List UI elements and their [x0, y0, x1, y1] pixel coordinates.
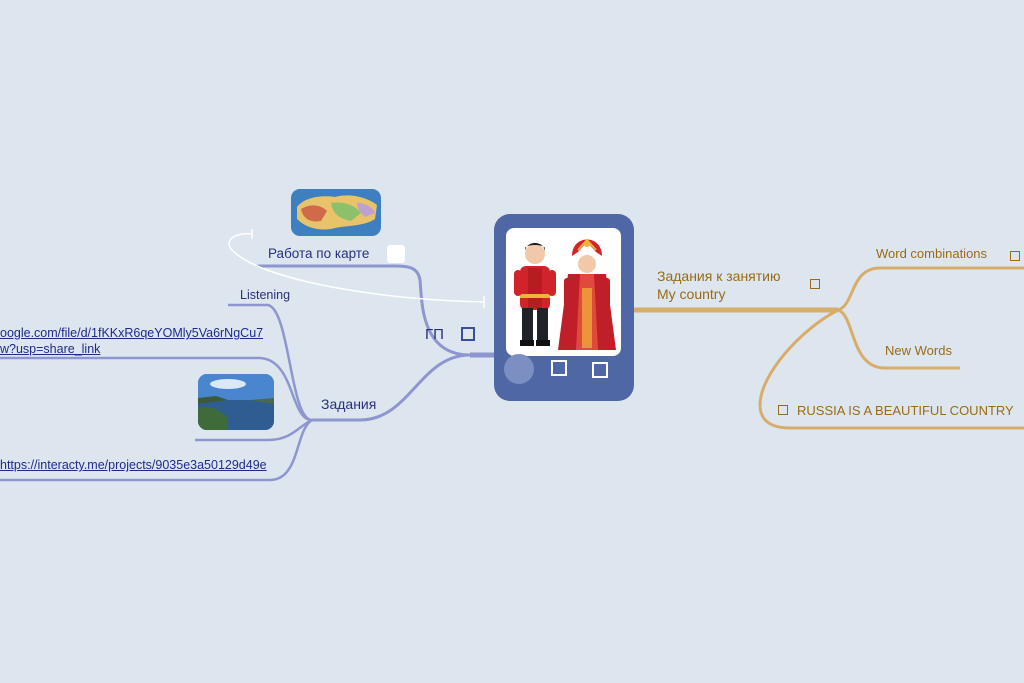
lesson-tasks-line1[interactable]: Задания к занятию: [657, 268, 781, 284]
left-branches: [0, 264, 494, 482]
interacty-link[interactable]: https://interacty.me/projects/9035e3a501…: [0, 458, 267, 472]
new-words-label[interactable]: New Words: [885, 343, 952, 358]
connector-to-interacty-link: [0, 418, 313, 482]
map-task-checkbox-icon[interactable]: [387, 245, 405, 263]
tasks-label[interactable]: Задания: [321, 396, 377, 412]
connector-to-tasks: [312, 353, 471, 422]
listening-label[interactable]: Listening: [240, 288, 291, 302]
right-branches: [634, 266, 1024, 430]
lesson-tasks-checkbox-icon[interactable]: [810, 279, 820, 289]
relationship-curve: [228, 229, 485, 308]
connector-to-word-combinations: [837, 266, 1024, 312]
drive-link-line1[interactable]: oogle.com/file/d/1fKKxR6qeYOMly5Va6rNgCu…: [0, 326, 264, 340]
connector-to-map-task: [258, 264, 471, 357]
lake-landscape-thumbnail[interactable]: [198, 374, 274, 430]
folk-costume-couple-image: [506, 228, 621, 356]
connector-to-russia-beautiful: [758, 308, 1024, 430]
connector-to-listening: [228, 303, 313, 422]
center-checkbox-icon[interactable]: [461, 327, 475, 341]
lesson-tasks-line2[interactable]: My country: [657, 286, 726, 302]
map-task-label[interactable]: Работа по карте: [268, 246, 370, 261]
center-title[interactable]: ГП: [425, 326, 444, 343]
woman-figure: [558, 238, 616, 350]
word-combinations-label[interactable]: Word combinations: [876, 246, 988, 261]
connector-to-new-words: [837, 308, 960, 370]
russia-beautiful-checkbox-icon[interactable]: [778, 405, 788, 415]
card-checkbox-icon[interactable]: [551, 360, 567, 376]
central-node-card[interactable]: [494, 214, 634, 401]
russia-beautiful-label[interactable]: RUSSIA IS A BEAUTIFUL COUNTRY: [797, 403, 1014, 418]
card-note-icon[interactable]: [592, 362, 608, 378]
word-combinations-checkbox-icon[interactable]: [1010, 251, 1020, 261]
connector-to-drive-link: [0, 356, 313, 422]
card-circle-icon[interactable]: [504, 354, 534, 384]
russia-map-thumbnail[interactable]: [291, 189, 381, 236]
man-figure: [514, 243, 556, 346]
drive-link-line2[interactable]: w?usp=share_link: [0, 342, 101, 356]
